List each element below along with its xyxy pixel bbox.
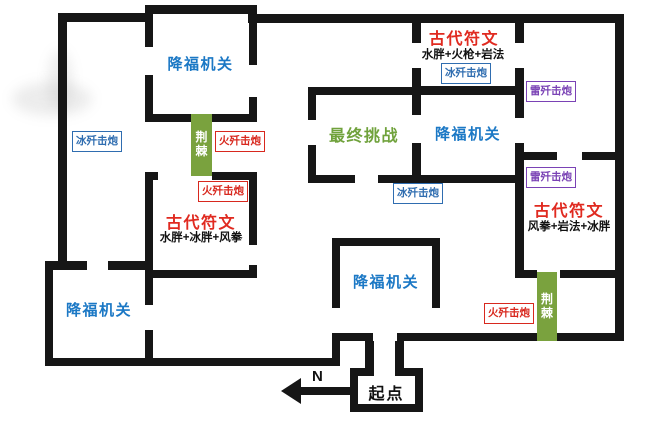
wall [397,333,440,341]
wall [45,261,53,366]
wall [308,87,421,95]
wall [308,87,316,120]
wall [412,175,524,183]
room-label-final-challenge: 最终挑战 [328,128,399,145]
compass-north-label: N [312,368,323,385]
ice-cannon-tag-top-right: 冰歼击炮 [441,63,491,84]
thorn-strip: 荆棘 [191,114,212,176]
wall [395,368,423,376]
wall [212,114,257,122]
wall-outer-right [615,14,624,341]
room-label-runes-top: 古代符文 [428,31,499,48]
start-label: 起点 [368,386,405,403]
wall [415,368,423,412]
wall-outer-left [58,13,67,270]
wall [440,333,624,341]
wall [45,261,87,270]
wall [145,330,153,366]
north-arrow-shaft [300,387,352,395]
wall [350,404,423,412]
electro-cannon-tag-upper: 雷歼击炮 [526,81,576,102]
room-label-runes-left: 古代符文 [165,215,236,232]
wall [515,23,524,43]
wall [332,333,373,341]
wall [395,341,404,370]
wall [515,152,557,160]
wall [412,23,421,43]
wall [560,270,624,278]
wall [582,152,624,160]
wall [412,86,524,95]
fire-cannon-tag-runes-left: 火歼击炮 [198,181,248,202]
wall [145,75,153,122]
wall [350,368,374,376]
electro-cannon-tag-lower: 雷歼击炮 [526,167,576,188]
runes-right-enemies: 风拳+岩法+冰胖 [527,221,611,233]
wall [332,333,340,366]
ice-cannon-tag-left: 冰歼击炮 [72,131,122,152]
wall-outer-top-right [248,14,623,23]
wall [249,172,257,245]
wall [515,68,524,118]
wall [378,175,412,183]
wall [145,270,257,278]
fire-cannon-tag-bottom-right: 火歼击炮 [484,303,534,324]
ice-cannon-tag-center: 冰歼击炮 [393,183,443,204]
room-label-blessing-bottom-left: 降福机关 [65,302,132,319]
room-label-blessing-bottom-middle: 降福机关 [352,274,419,291]
wall [365,341,374,370]
wall [515,143,524,278]
wall [249,97,257,122]
wall [515,270,537,278]
fire-cannon-tag-upper: 火歼击炮 [215,131,265,152]
wall [145,5,257,14]
wall [308,175,355,183]
room-label-blessing-top: 降福机关 [167,56,234,73]
thorn-label: 荆棘 [540,291,553,320]
wall [212,172,257,180]
wall [145,114,191,122]
wall [350,368,358,412]
room-label-runes-right: 古代符文 [533,203,604,220]
smudge [12,82,92,116]
wall [145,5,153,47]
thorn-strip: 荆棘 [537,272,557,341]
room-label-blessing-center: 降福机关 [434,126,501,143]
wall-outer-top-left [58,13,152,22]
runes-top-enemies: 水胖+火枪+岩法 [421,49,505,61]
wall [145,172,153,305]
wall [108,261,153,270]
north-arrow-head-icon [281,378,301,404]
wall [432,238,440,308]
wall [332,238,340,308]
wall [308,145,316,183]
wall [153,358,340,366]
wall [412,143,421,183]
runes-left-enemies: 水胖+冰胖+风拳 [159,232,243,244]
wall [45,358,153,366]
wall [332,238,440,246]
thorn-label: 荆棘 [195,130,208,158]
wall [249,5,257,65]
